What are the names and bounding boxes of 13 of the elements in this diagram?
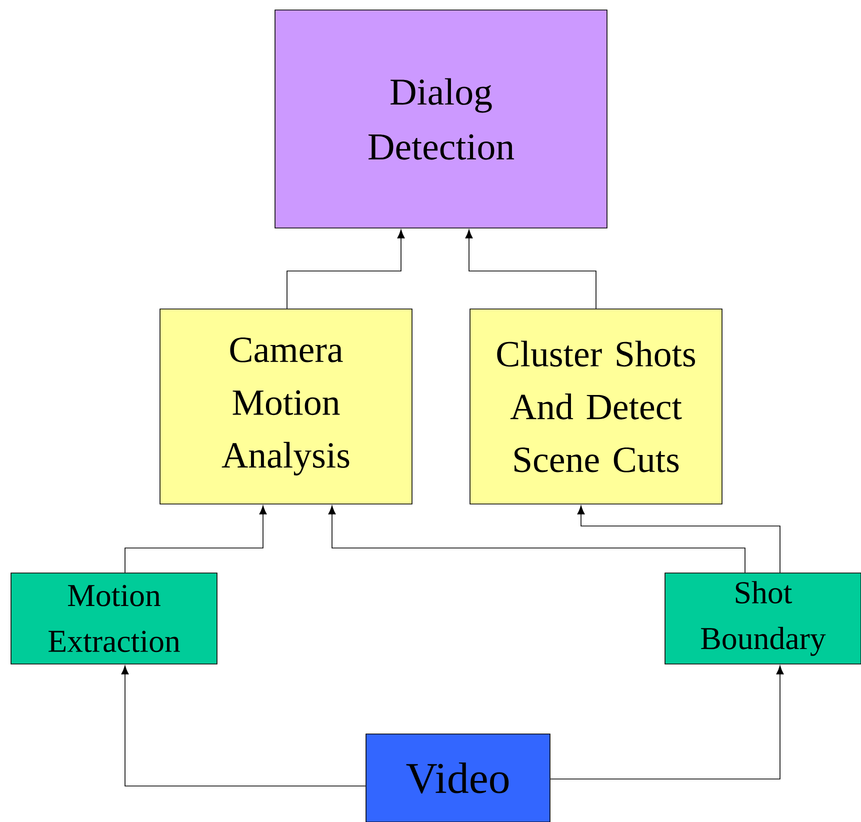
- arrow: [124, 506, 267, 573]
- process-box: Cluster Shots And Detect Scene Cuts: [470, 308, 722, 504]
- process-box: Dialog Detection: [274, 10, 608, 228]
- arrow: [577, 506, 780, 573]
- input-box: Video: [366, 734, 550, 822]
- process-box: Motion Extraction: [10, 572, 218, 664]
- arrow: [465, 230, 596, 309]
- arrow: [550, 666, 784, 780]
- process-box: Shot Boundary: [664, 572, 861, 664]
- arrow: [121, 666, 366, 786]
- arrow: [328, 506, 746, 573]
- process-box: Camera Motion Analysis: [160, 308, 412, 504]
- arrow: [286, 230, 405, 309]
